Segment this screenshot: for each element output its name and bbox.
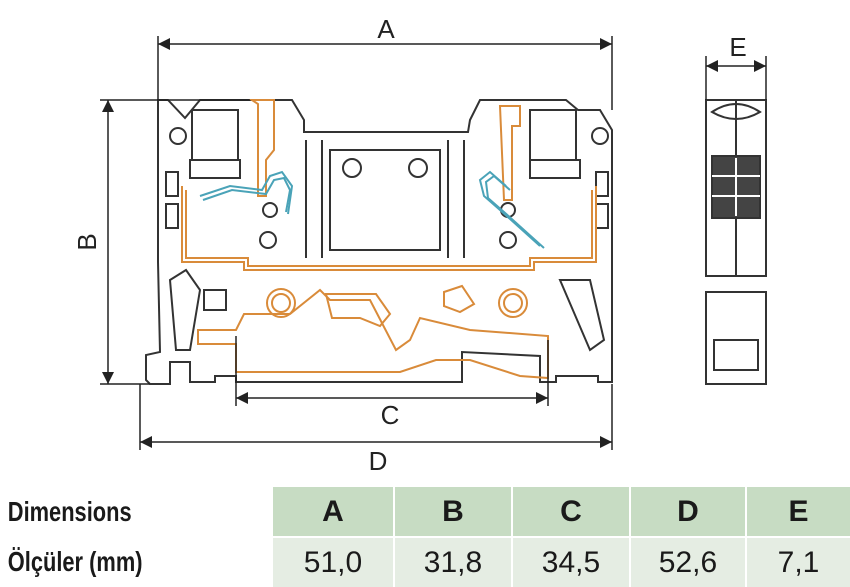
dimension-e <box>705 56 767 100</box>
label-b: B <box>72 233 102 250</box>
row-label-dimensions: Dimensions <box>7 496 132 527</box>
row-label-cell: Dimensions <box>0 487 272 537</box>
header-d: D <box>629 487 746 537</box>
label-e: E <box>729 32 746 62</box>
value-d: 52,6 <box>629 536 746 587</box>
end-view <box>705 99 767 385</box>
dimension-b <box>100 99 250 385</box>
terminal-block-drawing: A B C D E <box>72 14 767 476</box>
dimension-d <box>139 384 613 450</box>
dimension-c <box>235 336 549 406</box>
clamp-spring <box>199 170 545 249</box>
value-a: 51,0 <box>271 536 394 587</box>
label-d: D <box>369 446 388 476</box>
value-e: 7,1 <box>745 536 850 587</box>
header-b: B <box>393 487 512 537</box>
table-header-row: Dimensions A B C D E <box>0 487 850 537</box>
row-label-olculer: Ölçüler (mm) <box>7 546 143 577</box>
value-b: 31,8 <box>393 536 512 587</box>
header-a: A <box>271 487 394 537</box>
row-label-cell: Ölçüler (mm) <box>0 537 272 587</box>
header-c: C <box>511 487 630 537</box>
terminal-housing <box>145 99 613 385</box>
table-row: Ölçüler (mm) 51,0 31,8 34,5 52,6 7,1 <box>0 536 850 587</box>
label-a: A <box>377 14 395 44</box>
dimension-a <box>157 36 613 110</box>
current-bar <box>181 99 597 380</box>
dimensions-table: Dimensions A B C D E Ölçüler (mm) 51,0 3… <box>0 487 850 587</box>
header-e: E <box>745 487 850 537</box>
label-c: C <box>381 400 400 430</box>
value-c: 34,5 <box>511 536 630 587</box>
